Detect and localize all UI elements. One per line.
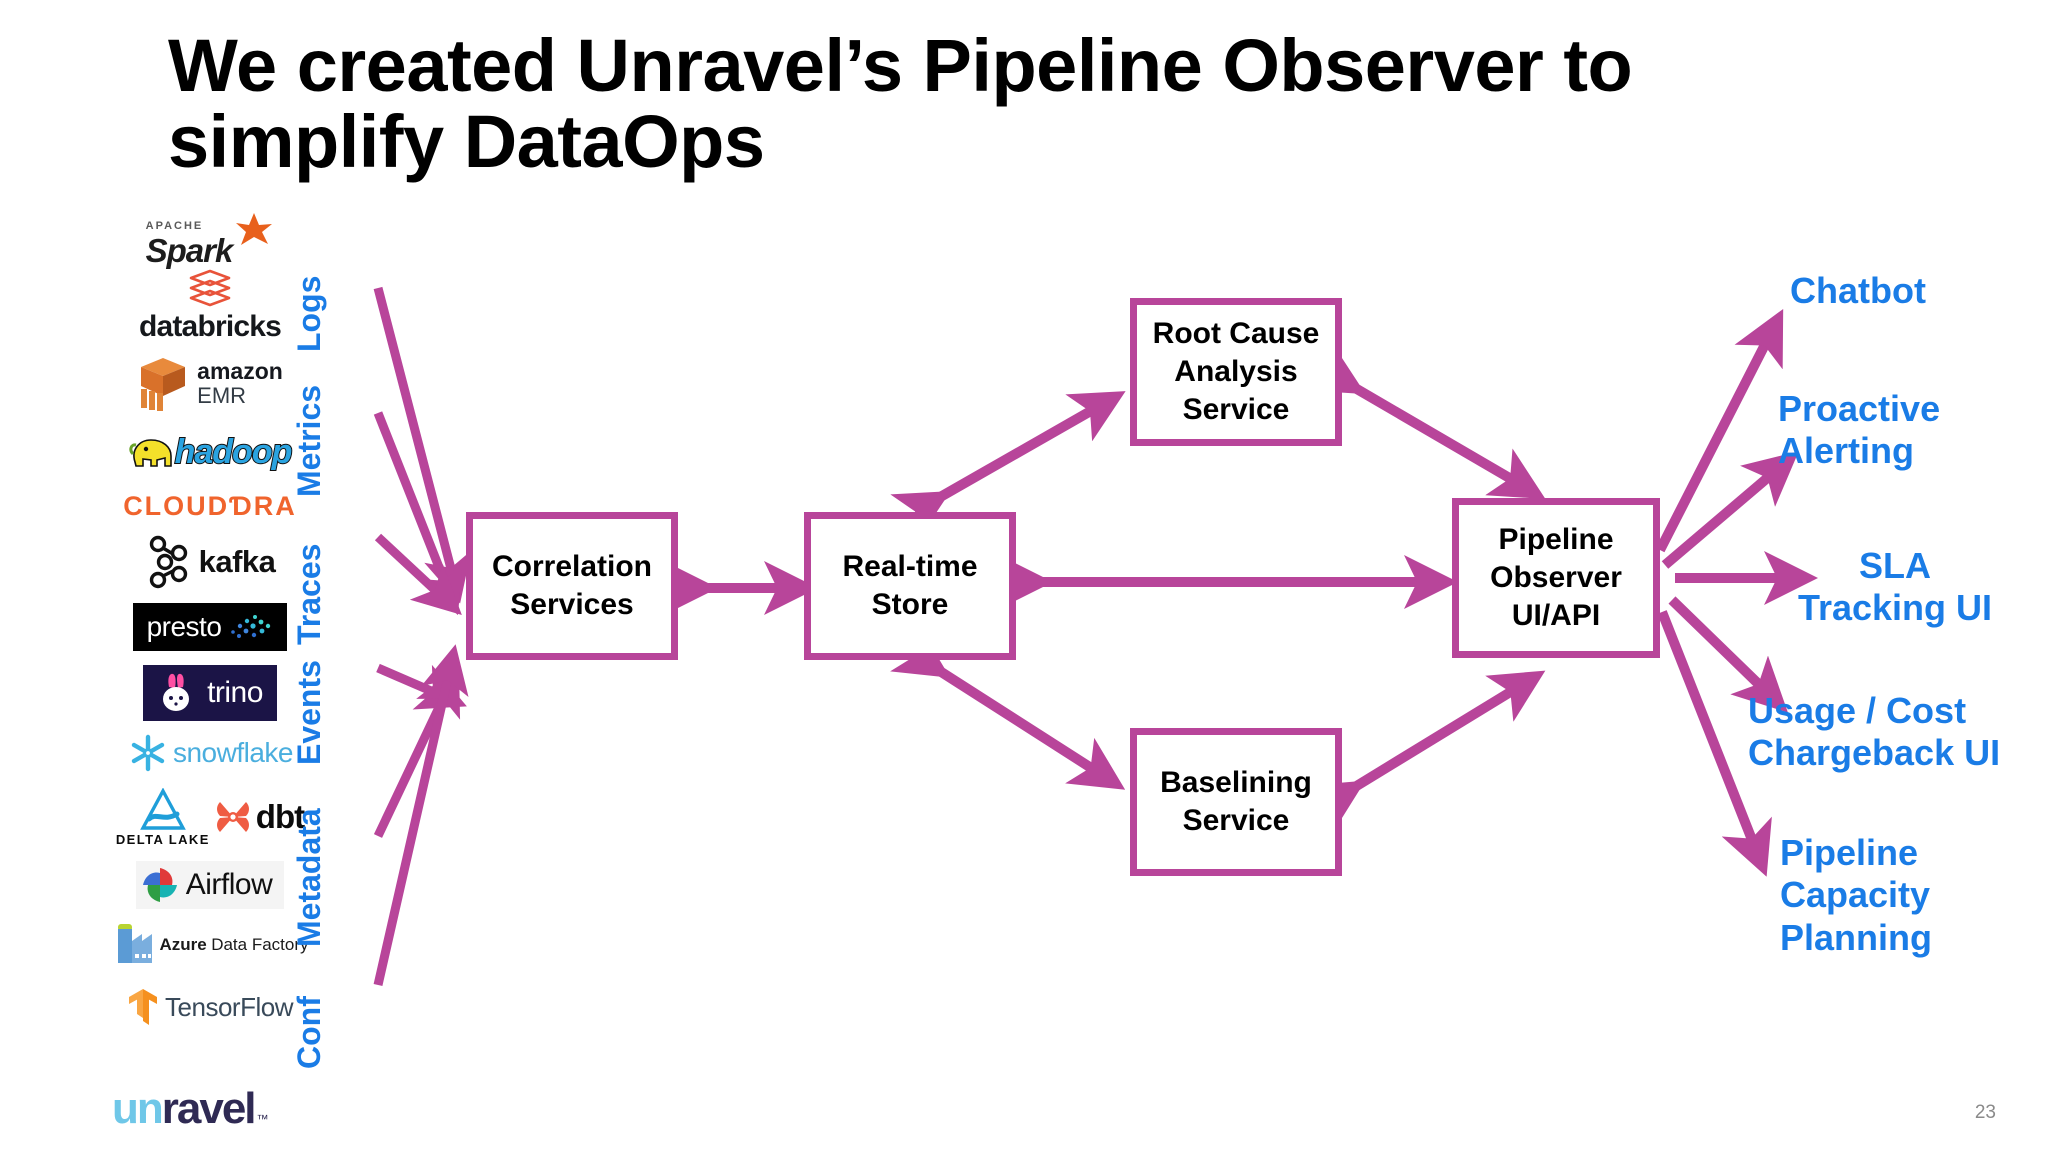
logo-tensorflow: TensorFlow [110, 982, 310, 1032]
output-label-usage-cost-chargeback-ui: Usage / Cost Chargeback UI [1748, 690, 2001, 774]
presto-dots-icon [231, 615, 271, 638]
tensorflow-icon [129, 989, 158, 1025]
stream-label-events: Events [291, 660, 327, 765]
tensorflow-wordmark: TensorFlow [165, 991, 293, 1022]
kafka-wordmark: kafka [198, 544, 276, 579]
node-baselining-service[interactable]: Baselining Service [1130, 728, 1342, 876]
stream-label-logs: Logs [291, 275, 327, 352]
logo-presto: presto [110, 598, 310, 656]
amazon-emr-cube-icon [141, 358, 186, 411]
logo-kafka: kafka [110, 532, 310, 592]
logo-amazon-emr: amazon EMR [110, 352, 310, 414]
amazon-wordmark: amazon [197, 358, 283, 385]
logo-databricks: databricks [110, 306, 310, 348]
stream-label-conf: Conf [291, 996, 327, 1069]
databricks-icon [189, 269, 231, 307]
logo-delta-lake-dbt: DELTA LAKE dbt [110, 786, 310, 848]
spark-apache-label: APACHE [145, 220, 204, 232]
page-number: 23 [1974, 1102, 1996, 1123]
hadoop-wordmark: hadoop [174, 432, 294, 472]
presto-wordmark: presto [146, 611, 222, 642]
trino-rabbit-icon [163, 673, 190, 711]
output-label-pipeline-capacity-planning: Pipeline Capacity Planning [1780, 832, 1932, 958]
logo-azure-data-factory: Azure Data Factory [110, 918, 310, 972]
snowflake-icon [131, 734, 165, 772]
snowflake-wordmark: snowflake [172, 737, 294, 768]
logo-databricks-icon-row [110, 266, 310, 310]
output-label-proactive-alerting: Proactive Alerting [1778, 388, 1941, 472]
output-label-chatbot: Chatbot [1790, 270, 1926, 311]
source-logo-column: APACHE Spark databricks [110, 210, 310, 1060]
kafka-icon [149, 535, 187, 589]
node-correlation-services[interactable]: Correlation Services [466, 512, 678, 660]
node-root-cause-analysis-service[interactable]: Root Cause Analysis Service [1130, 298, 1342, 446]
logo-hadoop: hadoop [110, 426, 310, 478]
node-pipeline-observer-ui-api[interactable]: Pipeline Observer UI/API [1452, 498, 1660, 658]
logo-snowflake: snowflake [110, 728, 310, 778]
dbt-wordmark: dbt [255, 798, 305, 835]
stream-label-traces: Traces [291, 543, 327, 645]
output-label-sla-tracking-ui: SLA Tracking UI [1797, 545, 1993, 629]
unravel-logo-part2: ravel [161, 1084, 257, 1133]
stream-label-metadata: Metadata [291, 808, 327, 947]
spark-star-icon [236, 213, 273, 245]
dbt-icon [216, 802, 249, 832]
stream-label-metrics: Metrics [291, 384, 327, 497]
databricks-wordmark: databricks [138, 310, 282, 343]
logo-cloudera: CLOUDƊRA [110, 486, 310, 526]
trino-wordmark: trino [207, 676, 263, 709]
logo-trino: trino [110, 664, 310, 722]
emr-wordmark: EMR [197, 382, 247, 408]
airflow-wordmark: Airflow [185, 868, 273, 901]
node-real-time-store[interactable]: Real-time Store [804, 512, 1016, 660]
hadoop-elephant-icon [128, 439, 172, 467]
delta-lake-icon [139, 787, 186, 830]
delta-lake-wordmark: DELTA LAKE [115, 831, 210, 847]
azure-data-factory-icon [117, 924, 152, 963]
logo-apache-spark: APACHE Spark [110, 210, 310, 272]
page-title: We created Unravel’s Pipeline Observer t… [168, 24, 1633, 184]
unravel-logo-tm: ™ [256, 1112, 269, 1126]
logo-airflow: Airflow [110, 858, 310, 912]
azure-wordmark: Azure [159, 935, 207, 954]
spark-wordmark: Spark [145, 232, 234, 269]
cloudera-wordmark: CLOUDƊRA [123, 490, 297, 521]
data-factory-wordmark: Data Factory [211, 935, 309, 954]
unravel-logo: un ravel ™ [112, 1084, 269, 1134]
airflow-pinwheel-icon [142, 868, 177, 902]
unravel-logo-part1: un [112, 1084, 164, 1133]
